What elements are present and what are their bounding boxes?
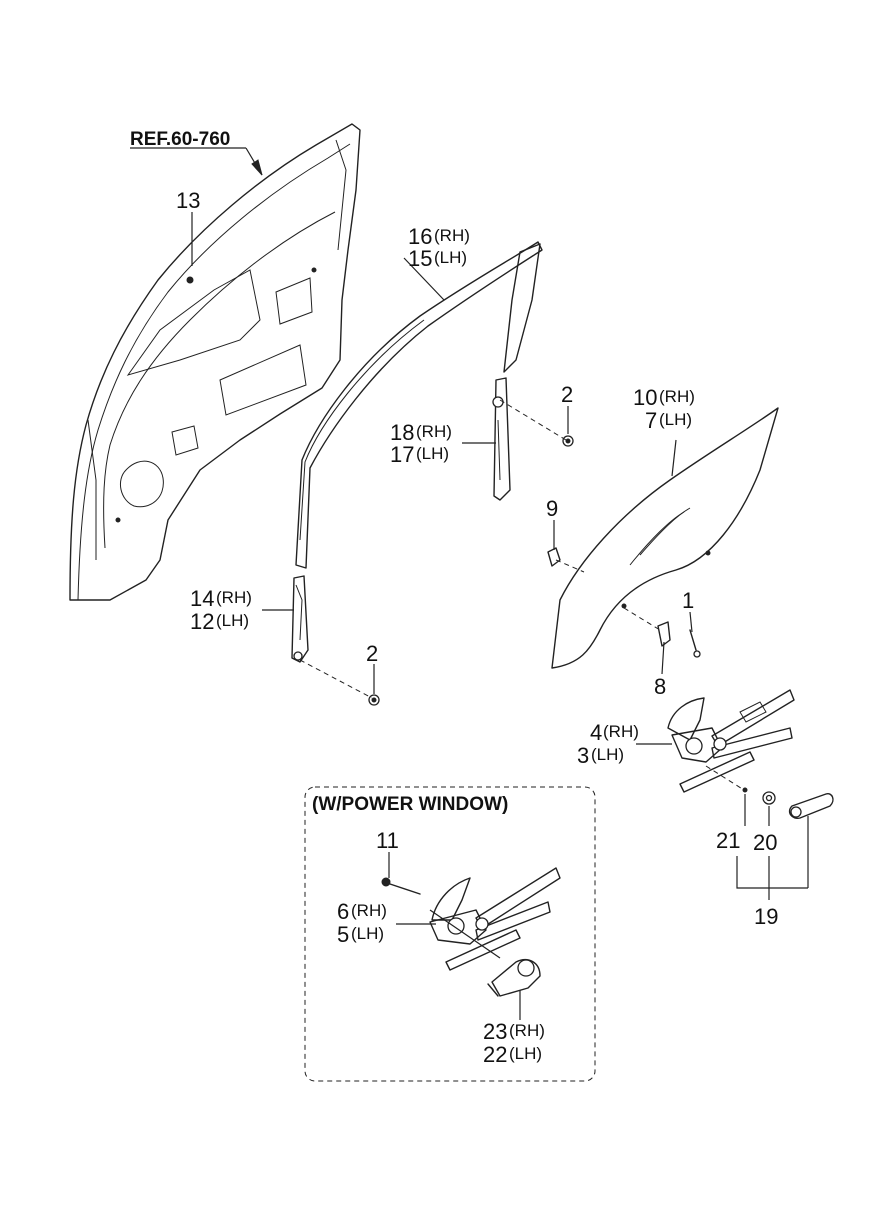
callout-3: 3 bbox=[577, 743, 589, 768]
callout-7-side: (LH) bbox=[659, 410, 692, 429]
callout-20: 20 bbox=[753, 830, 777, 855]
callout-6-side: (RH) bbox=[351, 901, 387, 920]
door-glass bbox=[551, 407, 779, 669]
callout-5-side: (LH) bbox=[351, 924, 384, 943]
clip-21 bbox=[742, 787, 748, 793]
leader-8-dash bbox=[623, 607, 661, 631]
callout-23: 23 bbox=[483, 1019, 507, 1044]
reference-arrow-head bbox=[251, 159, 263, 176]
clip-9 bbox=[547, 547, 561, 567]
callout-17: 17 bbox=[390, 442, 414, 467]
rear-channel bbox=[492, 377, 511, 501]
callout-8: 8 bbox=[654, 674, 666, 699]
callout-13: 13 bbox=[176, 188, 200, 213]
leader-9-dash bbox=[555, 559, 585, 573]
leader-21-dash bbox=[705, 765, 745, 791]
callout-11: 11 bbox=[376, 828, 399, 853]
nut-2b bbox=[368, 694, 380, 706]
callout-15-side: (LH) bbox=[434, 248, 467, 267]
callout-2b: 2 bbox=[366, 641, 378, 666]
callout-22: 22 bbox=[483, 1042, 507, 1067]
nut-2a bbox=[562, 435, 574, 447]
power-window-title: (W/POWER WINDOW) bbox=[312, 794, 508, 815]
bolt-1 bbox=[689, 629, 701, 658]
leader-15-16 bbox=[403, 257, 445, 301]
leader-8 bbox=[661, 641, 665, 675]
window-motor bbox=[487, 958, 541, 997]
callout-16: 16 bbox=[408, 224, 432, 249]
door-panel bbox=[69, 123, 361, 601]
callout-12-side: (LH) bbox=[216, 611, 249, 630]
callout-7: 7 bbox=[645, 408, 657, 433]
front-channel bbox=[291, 575, 309, 663]
callout-23-side: (RH) bbox=[509, 1021, 545, 1040]
callout-10-side: (RH) bbox=[659, 387, 695, 406]
callout-9: 9 bbox=[546, 496, 558, 521]
power-window-box bbox=[304, 786, 596, 1082]
leader-2a-dash bbox=[499, 399, 567, 441]
window-handle-19 bbox=[788, 793, 834, 820]
leader-2b-dash bbox=[299, 659, 373, 699]
spacer-20 bbox=[762, 791, 776, 805]
callout-6: 6 bbox=[337, 899, 349, 924]
callout-12: 12 bbox=[190, 609, 214, 634]
leader-7-10 bbox=[671, 439, 677, 477]
reference-label: REF.60-760 bbox=[130, 129, 230, 150]
leader-1 bbox=[689, 611, 693, 633]
callout-1: 1 bbox=[682, 588, 694, 613]
callout-15: 15 bbox=[408, 246, 432, 271]
callout-14-side: (RH) bbox=[216, 588, 252, 607]
callout-14: 14 bbox=[190, 586, 214, 611]
callout-10: 10 bbox=[633, 385, 657, 410]
callout-3-side: (LH) bbox=[591, 745, 624, 764]
callout-19: 19 bbox=[754, 904, 778, 929]
callout-2a: 2 bbox=[561, 382, 573, 407]
callout-4-side: (RH) bbox=[603, 722, 639, 741]
power-window-regulator bbox=[429, 867, 561, 971]
leader-5-6-motor bbox=[429, 909, 501, 959]
callout-16-side: (RH) bbox=[434, 226, 470, 245]
callout-5: 5 bbox=[337, 922, 349, 947]
leader-19-bracket bbox=[736, 856, 808, 889]
callout-18: 18 bbox=[390, 420, 414, 445]
callout-22-side: (LH) bbox=[509, 1044, 542, 1063]
callout-4: 4 bbox=[590, 720, 602, 745]
callout-17-side: (LH) bbox=[416, 444, 449, 463]
bolt-11 bbox=[381, 877, 421, 895]
manual-window-regulator bbox=[667, 689, 795, 793]
callout-18-side: (RH) bbox=[416, 422, 452, 441]
bracket-8 bbox=[657, 621, 671, 647]
callout-21: 21 bbox=[716, 828, 740, 853]
glass-run-channel bbox=[295, 241, 543, 569]
